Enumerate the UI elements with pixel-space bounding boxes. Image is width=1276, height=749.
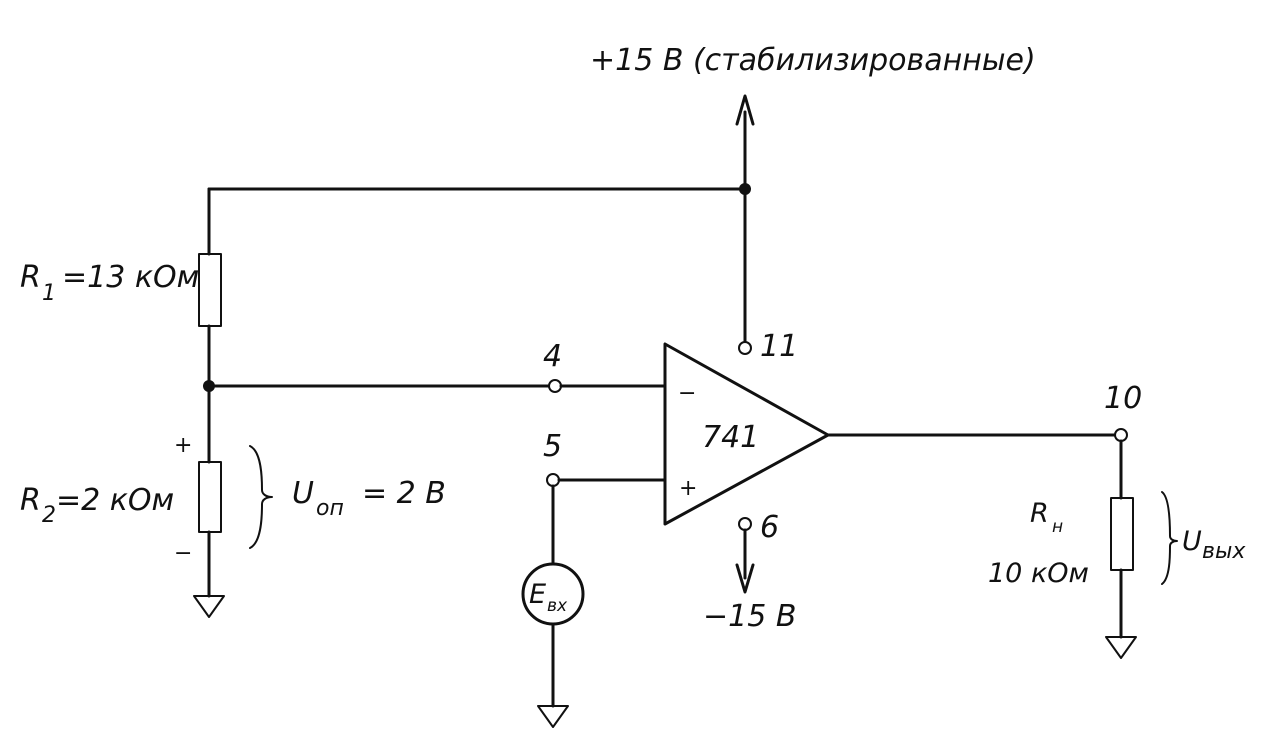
opamp-name: 741 <box>702 420 759 455</box>
inverting-input: 4 <box>207 339 667 393</box>
source-subscript: вх <box>547 596 568 616</box>
opamp-triangle <box>663 342 830 526</box>
pin-11-terminal <box>738 341 752 355</box>
r1-value: =13 кОм <box>62 260 199 295</box>
noninverting-input: 5 E вх <box>521 429 667 728</box>
pin-4-terminal <box>548 379 562 393</box>
pin-5-terminal <box>546 473 560 487</box>
inverting-sign: − <box>678 381 696 406</box>
reference-subscript: оп <box>316 496 344 521</box>
r2-subscript: 2 <box>42 503 56 528</box>
pin-6-label: 6 <box>760 510 779 545</box>
r1-symbol: R <box>20 260 41 295</box>
pin-5-label: 5 <box>543 429 562 464</box>
source-symbol: E <box>529 579 546 610</box>
opamp: 741 − + <box>663 342 830 526</box>
vminus-arrow <box>735 563 755 594</box>
pin-6-terminal <box>738 517 752 531</box>
output-symbol: U <box>1182 526 1202 557</box>
r2-value: =2 кОм <box>56 483 174 518</box>
pin-10-label: 10 <box>1104 381 1142 416</box>
reference-plus-sign: + <box>174 433 192 458</box>
load-value: 10 кОм <box>988 558 1089 589</box>
ground-3-icon <box>1105 636 1137 659</box>
reference-value: = 2 В <box>362 476 446 511</box>
reference-brace <box>249 445 273 549</box>
pin-10-terminal <box>1114 428 1128 442</box>
reference-symbol: U <box>292 476 314 511</box>
ground-1-icon <box>193 595 225 618</box>
ground-2-icon <box>537 705 569 728</box>
output-stage: 10 R н 10 кОм U вых <box>826 381 1246 659</box>
positive-supply: +15 В (стабилизированные) 11 <box>590 43 1036 364</box>
noninverting-sign: + <box>679 476 697 501</box>
r2-symbol: R <box>20 483 41 518</box>
positive-supply-label: +15 В (стабилизированные) <box>590 43 1036 78</box>
pin-4-label: 4 <box>543 339 562 374</box>
load-subscript: н <box>1052 517 1063 537</box>
reference-divider: R 1 =13 кОм R 2 =2 кОм + − U оп = 2 В <box>20 187 747 618</box>
output-subscript: вых <box>1202 539 1246 564</box>
pin-11-label: 11 <box>760 329 798 364</box>
load-symbol: R <box>1030 498 1049 529</box>
r1-resistor <box>198 253 222 327</box>
load-resistor <box>1110 497 1134 571</box>
reference-minus-sign: − <box>174 541 192 566</box>
r1-subscript: 1 <box>42 281 56 306</box>
output-brace <box>1161 491 1178 585</box>
negative-supply-label: −15 В <box>703 599 796 634</box>
r2-resistor <box>198 461 222 533</box>
vplus-arrow <box>735 94 755 126</box>
negative-supply: 6 −15 В <box>703 510 796 634</box>
